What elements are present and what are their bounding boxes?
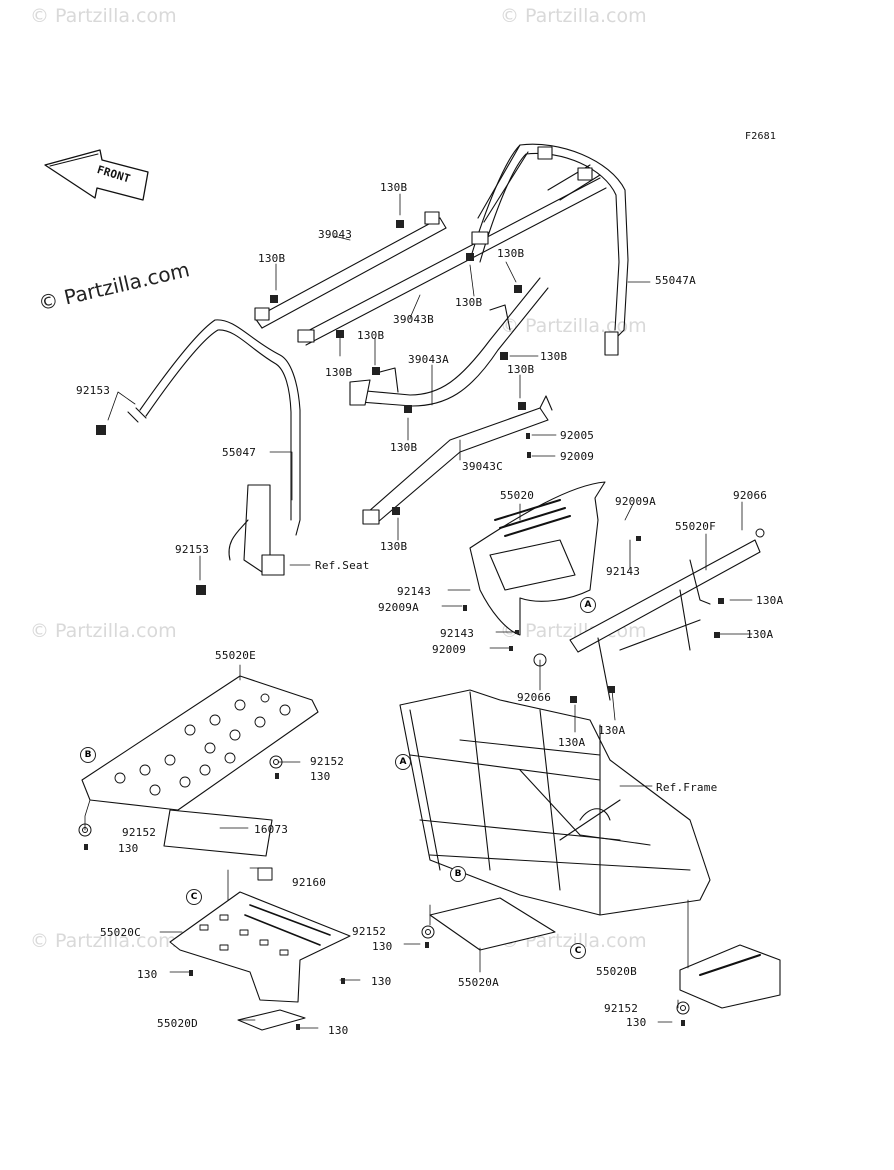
callout-c: C <box>570 943 586 959</box>
part-label: 92143 <box>440 627 475 640</box>
part-label: 92153 <box>175 543 210 556</box>
callout-a: A <box>395 754 411 770</box>
part-label: 55047A <box>655 274 696 287</box>
callout-c: C <box>186 889 202 905</box>
part-label: 130A <box>756 594 784 607</box>
part-label: 130B <box>540 350 568 363</box>
part-label: 130A <box>746 628 774 641</box>
part-label: 130B <box>390 441 418 454</box>
part-label: 92152 <box>122 826 157 839</box>
watermark: © Partzilla.com <box>500 5 647 27</box>
part-label: 92009A <box>378 601 419 614</box>
part-label: 92143 <box>606 565 641 578</box>
part-label: 55020B <box>596 965 637 978</box>
part-label: 92152 <box>352 925 387 938</box>
part-label: 130B <box>357 329 385 342</box>
part-label: 39043 <box>318 228 353 241</box>
watermark: © Partzilla.com <box>30 930 177 952</box>
part-label: 130B <box>497 247 525 260</box>
part-label: 55047 <box>222 446 257 459</box>
ref-label: Ref.Frame <box>656 781 718 794</box>
part-label: 55020D <box>157 1017 198 1030</box>
part-label: 130A <box>598 724 626 737</box>
part-label: 92005 <box>560 429 595 442</box>
part-label: 130 <box>118 842 139 855</box>
part-label: 130A <box>558 736 586 749</box>
part-label: 92152 <box>604 1002 639 1015</box>
part-label: 92009 <box>432 643 467 656</box>
part-label: 92153 <box>76 384 111 397</box>
part-label: 130 <box>371 975 392 988</box>
part-label: 92143 <box>397 585 432 598</box>
callout-b: B <box>450 866 466 882</box>
part-label: 16073 <box>254 823 289 836</box>
part-label: 130B <box>258 252 286 265</box>
part-label: 92160 <box>292 876 327 889</box>
part-label: 130B <box>507 363 535 376</box>
callout-b: B <box>80 747 96 763</box>
part-label: 92152 <box>310 755 345 768</box>
part-label: 39043B <box>393 313 434 326</box>
part-label: 39043C <box>462 460 503 473</box>
part-label: 55020E <box>215 649 256 662</box>
part-label: 130 <box>626 1016 647 1029</box>
callout-a: A <box>580 597 596 613</box>
part-label: 130B <box>325 366 353 379</box>
part-label: 130 <box>137 968 158 981</box>
figure-code: F2681 <box>745 131 777 142</box>
watermark: © Partzilla.com <box>30 620 177 642</box>
part-label: 55020 <box>500 489 535 502</box>
part-label: 39043A <box>408 353 449 366</box>
front-direction-arrow <box>44 149 149 201</box>
part-label: 92066 <box>733 489 768 502</box>
part-label: 130 <box>328 1024 349 1037</box>
part-label: 55020C <box>100 926 141 939</box>
part-label: 130B <box>455 296 483 309</box>
part-label: 55020A <box>458 976 499 989</box>
part-label: 130B <box>380 181 408 194</box>
part-label: 55020F <box>675 520 716 533</box>
watermark: © Partzilla.com <box>30 5 177 27</box>
part-label: 92066 <box>517 691 552 704</box>
ref-label: Ref.Seat <box>315 559 370 572</box>
part-label: 130 <box>310 770 331 783</box>
part-label: 130 <box>372 940 393 953</box>
part-label: 130B <box>380 540 408 553</box>
part-label: 92009A <box>615 495 656 508</box>
part-label: 92009 <box>560 450 595 463</box>
